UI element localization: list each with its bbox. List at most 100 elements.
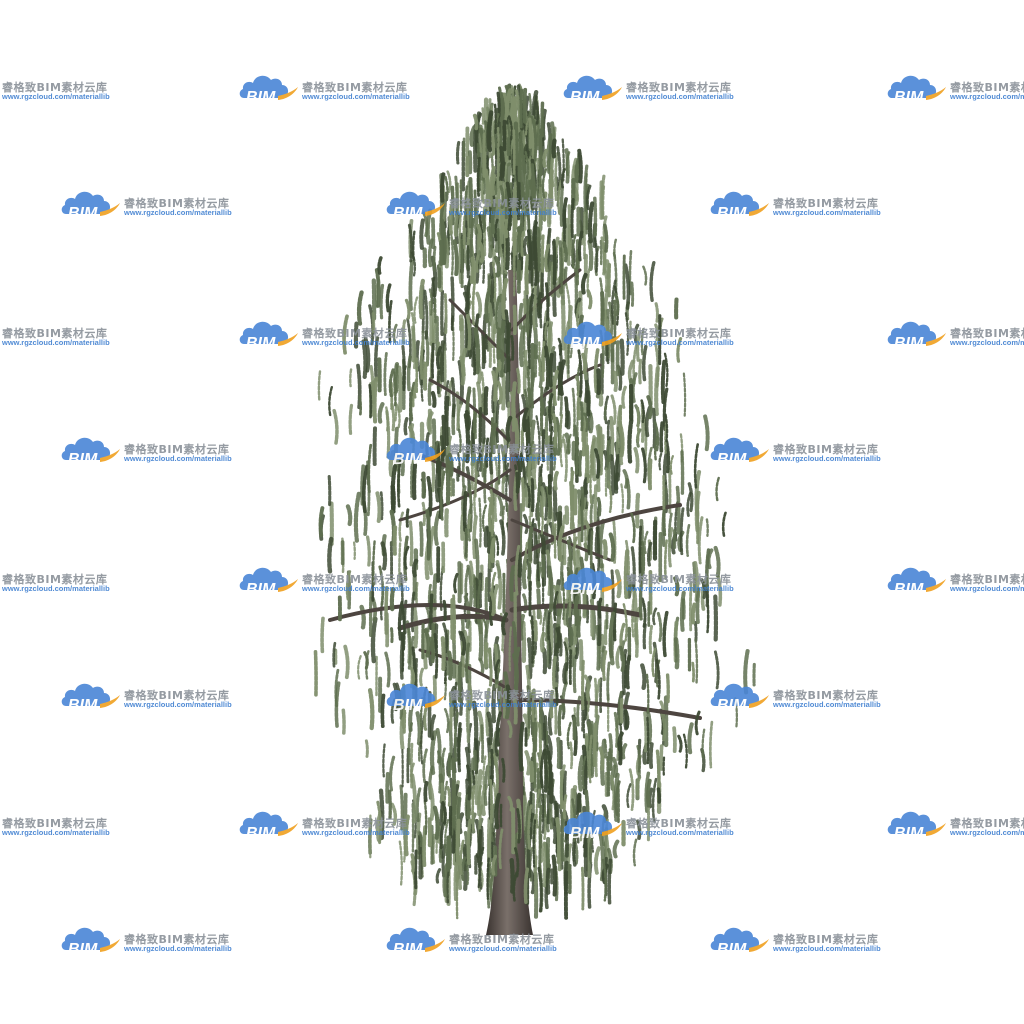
- foliage-strand: [617, 420, 625, 458]
- foliage-strand: [708, 720, 714, 769]
- foliage-strand: [377, 256, 383, 275]
- foliage-strand: [721, 511, 727, 538]
- foliage-strand: [464, 185, 469, 221]
- foliage-strand: [526, 685, 532, 729]
- foliage-strand: [607, 480, 613, 514]
- foliage-strand: [687, 482, 694, 513]
- foliage-strand: [679, 507, 685, 556]
- tree-branch: [397, 613, 509, 631]
- foliage-strand: [510, 177, 515, 218]
- foliage-strand: [492, 753, 500, 799]
- foliage-strand: [499, 185, 505, 209]
- foliage-strand: [496, 380, 503, 405]
- foliage-strand: [504, 309, 510, 355]
- foliage-strand: [598, 518, 606, 569]
- foliage-strand: [348, 403, 354, 436]
- foliage-strand: [512, 100, 519, 127]
- foliage-strand: [524, 750, 532, 776]
- foliage-strand: [385, 772, 390, 804]
- foliage-strand: [524, 254, 530, 296]
- foliage-strand: [378, 565, 385, 608]
- foliage-strand: [399, 452, 405, 477]
- foliage-strand: [527, 526, 534, 562]
- foliage-strand: [489, 778, 494, 824]
- foliage-strand: [362, 464, 369, 514]
- foliage-strand: [328, 386, 333, 417]
- foliage-strand: [428, 288, 433, 316]
- foliage-strand: [480, 724, 485, 764]
- foliage-strand: [425, 432, 430, 456]
- foliage-strand: [415, 711, 422, 746]
- foliage-strand: [612, 370, 618, 392]
- foliage-strand: [460, 513, 466, 543]
- foliage-strand: [384, 586, 389, 635]
- foliage-strand: [642, 623, 647, 652]
- foliage-strand: [646, 541, 653, 567]
- foliage-strand: [532, 294, 537, 332]
- foliage-strand: [482, 618, 488, 640]
- foliage-strand: [419, 218, 425, 250]
- foliage-strand: [535, 226, 542, 272]
- foliage-strand: [432, 323, 438, 345]
- foliage-strand: [548, 352, 554, 388]
- foliage-strand: [623, 549, 630, 600]
- foliage-strand: [478, 846, 485, 890]
- foliage-strand: [505, 684, 512, 708]
- foliage-strand: [623, 709, 630, 730]
- foliage-strand: [401, 345, 406, 392]
- foliage-strand: [536, 588, 541, 620]
- foliage-strand: [497, 444, 501, 487]
- foliage-strand: [498, 828, 504, 871]
- foliage-strand: [656, 611, 663, 642]
- foliage-strand: [406, 355, 412, 392]
- foliage-strand: [544, 426, 548, 445]
- foliage-strand: [410, 742, 414, 789]
- foliage-strand: [380, 693, 386, 729]
- foliage-strand: [444, 819, 450, 856]
- foliage-strand: [522, 514, 529, 534]
- foliage-strand: [473, 453, 477, 498]
- foliage-strand: [502, 125, 506, 151]
- foliage-strand: [673, 637, 680, 671]
- foliage-strand: [581, 659, 585, 711]
- foliage-strand: [418, 521, 424, 557]
- foliage-strand: [516, 808, 521, 844]
- foliage-strand: [579, 556, 586, 595]
- foliage-strand: [591, 437, 599, 482]
- foliage-strand: [404, 298, 411, 321]
- foliage-strand: [561, 681, 568, 715]
- foliage-strand: [646, 716, 650, 765]
- foliage-strand: [588, 734, 593, 784]
- foliage-strand: [429, 636, 436, 665]
- foliage-strand: [580, 272, 588, 296]
- foliage-strand: [367, 443, 373, 494]
- foliage-strand: [542, 482, 549, 521]
- foliage-strand: [593, 348, 600, 394]
- foliage-strand: [352, 541, 356, 560]
- foliage-strand: [363, 651, 369, 670]
- foliage-strand: [593, 846, 601, 875]
- foliage-strand: [464, 567, 470, 602]
- foliage-strand: [656, 787, 662, 806]
- foliage-strand: [596, 496, 602, 517]
- foliage-strand: [654, 342, 660, 388]
- foliage-strand: [452, 239, 459, 278]
- foliage-strand: [652, 607, 658, 626]
- foliage-strand: [640, 399, 645, 424]
- foliage-strand: [578, 314, 584, 338]
- foliage-strand: [589, 438, 596, 469]
- foliage-strand: [663, 539, 668, 582]
- foliage-strand: [469, 125, 477, 149]
- foliage-strand: [499, 320, 506, 364]
- foliage-strand: [643, 530, 649, 555]
- foliage-strand: [353, 321, 359, 350]
- foliage-strand: [633, 323, 640, 344]
- foliage-strand: [463, 220, 469, 246]
- foliage-strand: [648, 742, 654, 770]
- foliage-strand: [537, 866, 543, 913]
- foliage-strand: [427, 376, 433, 406]
- foliage-strand: [577, 754, 585, 792]
- foliage-strand: [443, 293, 448, 334]
- foliage-strand: [567, 305, 573, 341]
- foliage-strand: [466, 678, 473, 710]
